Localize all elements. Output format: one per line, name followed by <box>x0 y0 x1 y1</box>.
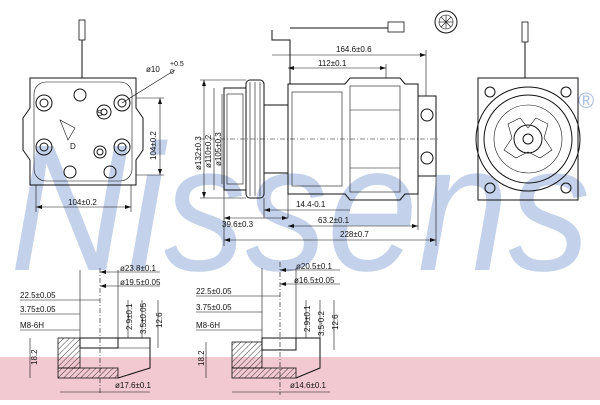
front-hole-tol2: 0 <box>170 69 174 76</box>
detail-left-h126: 12.6 <box>155 312 164 328</box>
back-view <box>475 21 581 201</box>
detail-left-h35: 3.5±0.05 <box>139 302 148 334</box>
detail-right-h126: 12.6 <box>331 314 340 330</box>
detail-left-d23: ø23.8±0.1 <box>120 264 157 273</box>
side-len164: 164.6±0.6 <box>336 45 372 54</box>
bolt-holes <box>35 88 131 179</box>
detail-right-d20: ø20.5±0.1 <box>296 262 333 271</box>
detail-left: ø23.8±0.1 ø19.5±0.05 ø17.6±0.1 22.5±0.05… <box>20 264 164 395</box>
side-view: ø132±0.3 ø110±0.2 ø105±0.3 164.6±0.6 112… <box>194 10 458 246</box>
detail-right-h182: 18.2 <box>197 350 206 366</box>
detail-right-thread: M8-6H <box>196 321 220 330</box>
detail-right-l22: 22.5±0.05 <box>196 287 232 296</box>
registered-mark: ® <box>578 88 594 113</box>
front-hole-tol: +0.5 <box>170 61 184 68</box>
detail-left-h182: 18.2 <box>30 349 39 365</box>
side-len14: 14.4-0.1 <box>296 200 326 209</box>
detail-left-l22: 22.5±0.05 <box>20 291 56 300</box>
watermark-letters: Nissens <box>10 108 590 309</box>
front-height-dim: 104±0.2 <box>149 131 158 160</box>
connector-icon <box>434 10 458 34</box>
watermark-word: Nissens <box>10 108 590 309</box>
detail-left-l3: 3.75±0.05 <box>20 305 56 314</box>
front-width-dim: 104±0.2 <box>68 198 97 207</box>
detail-right-d16: ø16.5±0.05 <box>294 276 335 285</box>
detail-right: ø20.5±0.1 ø16.5±0.05 ø14.6±0.1 22.5±0.05… <box>196 262 340 395</box>
front-label-s: S <box>97 109 102 118</box>
side-d110: ø110±0.2 <box>204 134 213 168</box>
detail-left-h29: 2.9±0.1 <box>125 303 134 330</box>
detail-right-l3: 3.75±0.05 <box>196 303 232 312</box>
side-len39: 39.6±0.3 <box>222 220 254 229</box>
side-d132: ø132±0.3 <box>194 136 203 170</box>
front-label-d: D <box>70 142 76 151</box>
side-len112: 112±0.1 <box>318 59 347 68</box>
side-d105: ø105±0.3 <box>214 132 223 166</box>
detail-left-thread: M8-6H <box>20 321 44 330</box>
front-view: S D 104±0.2 104±0.2 ø10 +0.5 0 <box>22 19 184 212</box>
detail-left-d17: ø17.6±0.1 <box>115 381 152 390</box>
detail-right-h35: 3.5-0.2 <box>317 311 326 336</box>
side-len63: 63.2±0.1 <box>318 216 350 225</box>
detail-left-d19: ø19.5±0.05 <box>120 278 161 287</box>
side-len228: 228±0.7 <box>340 230 369 239</box>
detail-right-d14: ø14.6±0.1 <box>290 381 327 390</box>
watermark-band <box>0 357 600 400</box>
front-hole-dim: ø10 <box>146 65 160 74</box>
detail-right-h29: 2.9±0.1 <box>303 305 312 332</box>
